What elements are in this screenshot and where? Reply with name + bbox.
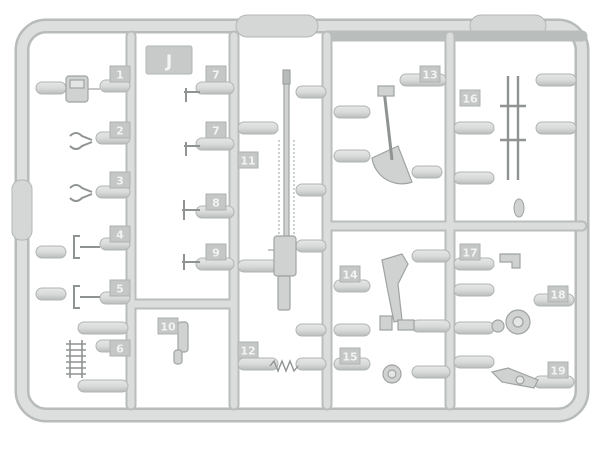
gate-stub	[411, 319, 451, 333]
part-11-barrel	[268, 69, 297, 311]
part-number-tag: 5	[109, 279, 131, 297]
part-number-tag: 14	[339, 265, 361, 283]
part-number-tag: 3	[109, 171, 131, 189]
part-number-label: 7	[212, 125, 220, 138]
gate-stub	[35, 81, 67, 95]
part-17-bracket	[499, 253, 521, 269]
gate-stub	[295, 323, 327, 337]
part-number-tag: 9	[205, 243, 227, 261]
part-number-tag: 1	[109, 65, 131, 83]
part-number-label: 19	[550, 365, 565, 378]
gate-stub	[535, 121, 577, 135]
gate-stub	[295, 183, 327, 197]
gate-stub	[237, 259, 279, 273]
gate-stubs	[35, 73, 577, 393]
gate-stub	[195, 81, 235, 95]
part-number-tag: 2	[109, 121, 131, 139]
part-number-tag: 12	[237, 341, 259, 359]
sprue-letter: J	[165, 52, 172, 72]
part-number-label: 6	[116, 343, 124, 356]
part-1-box	[65, 75, 100, 103]
part-number-label: 17	[462, 247, 477, 260]
part-number-label: 1	[116, 69, 124, 82]
part-number-label: 5	[116, 283, 124, 296]
gate-stub	[35, 245, 67, 259]
part-7a-handle	[184, 88, 200, 102]
part-14-lever	[379, 253, 415, 331]
gate-stub	[295, 357, 327, 371]
parts	[65, 69, 539, 389]
part-number-label: 15	[342, 351, 357, 364]
gate-stub	[535, 73, 577, 87]
part-number-label: 7	[212, 69, 220, 82]
part-19-link	[490, 367, 539, 389]
part-number-label: 16	[462, 93, 478, 106]
part-number-label: 10	[160, 321, 176, 334]
internal-runners	[125, 30, 588, 411]
part-15-disc	[382, 364, 402, 384]
part-4-bracket	[73, 235, 100, 259]
part-7b-handle	[184, 142, 200, 156]
gate-stub	[237, 121, 279, 135]
part-number-label: 2	[116, 125, 124, 138]
part-number-label: 18	[550, 289, 565, 302]
part-number-tag: 11	[237, 151, 259, 169]
gate-stub	[453, 283, 495, 297]
gate-stub	[333, 323, 371, 337]
part-number-tag: 15	[339, 347, 361, 365]
part-number-tag: 6	[109, 339, 131, 357]
gate-stub	[453, 321, 495, 335]
part-number-tag: 8	[205, 193, 227, 211]
part-number-tag: 7	[205, 65, 227, 83]
part-number-tag: 13	[419, 65, 441, 83]
part-5-bracket	[73, 285, 100, 309]
part-10-grip	[173, 321, 189, 365]
gate-stub	[333, 105, 371, 119]
gate-stub	[333, 149, 371, 163]
part-number-label: 13	[422, 69, 437, 82]
part-13-sight	[371, 85, 413, 185]
part-6-spring	[66, 340, 86, 378]
gate-stub	[411, 165, 443, 179]
part-3-clamp	[69, 184, 93, 202]
gate-stub	[453, 355, 495, 369]
gate-stub	[453, 171, 495, 185]
part-number-tag: 4	[109, 225, 131, 243]
part-12-spring	[269, 359, 299, 373]
gate-stub	[35, 287, 67, 301]
part-number-label: 11	[240, 155, 255, 168]
part-number-label: 4	[116, 229, 124, 242]
part-16-rods	[500, 76, 526, 218]
gate-stub	[295, 239, 327, 253]
part-2-clamp	[69, 132, 93, 150]
part-number-label: 12	[240, 345, 255, 358]
part-number-tag: 18	[547, 285, 569, 303]
part-number-label: 14	[342, 269, 358, 282]
part-number-tag: 7	[205, 121, 227, 139]
gate-stub	[77, 379, 129, 393]
gate-stub	[411, 249, 451, 263]
part-18-cam	[491, 309, 531, 335]
gate-stub	[77, 321, 129, 335]
part-number-tag: 19	[547, 361, 569, 379]
part-number-tag: 16	[459, 89, 481, 107]
gate-stub	[295, 85, 327, 99]
part-number-tag: 17	[459, 243, 481, 261]
part-number-label: 8	[212, 197, 220, 210]
sprue-letter-tab: J	[145, 45, 193, 75]
part-number-tag: 10	[157, 317, 179, 335]
part-9-handle	[182, 254, 200, 270]
gate-stub	[411, 365, 451, 379]
part-number-label: 3	[116, 175, 124, 188]
frame-gate-lumps	[11, 14, 547, 241]
part-number-label: 9	[212, 247, 220, 260]
gate-stub	[453, 121, 495, 135]
part-8-handle	[182, 200, 200, 220]
gate-stub	[195, 137, 235, 151]
